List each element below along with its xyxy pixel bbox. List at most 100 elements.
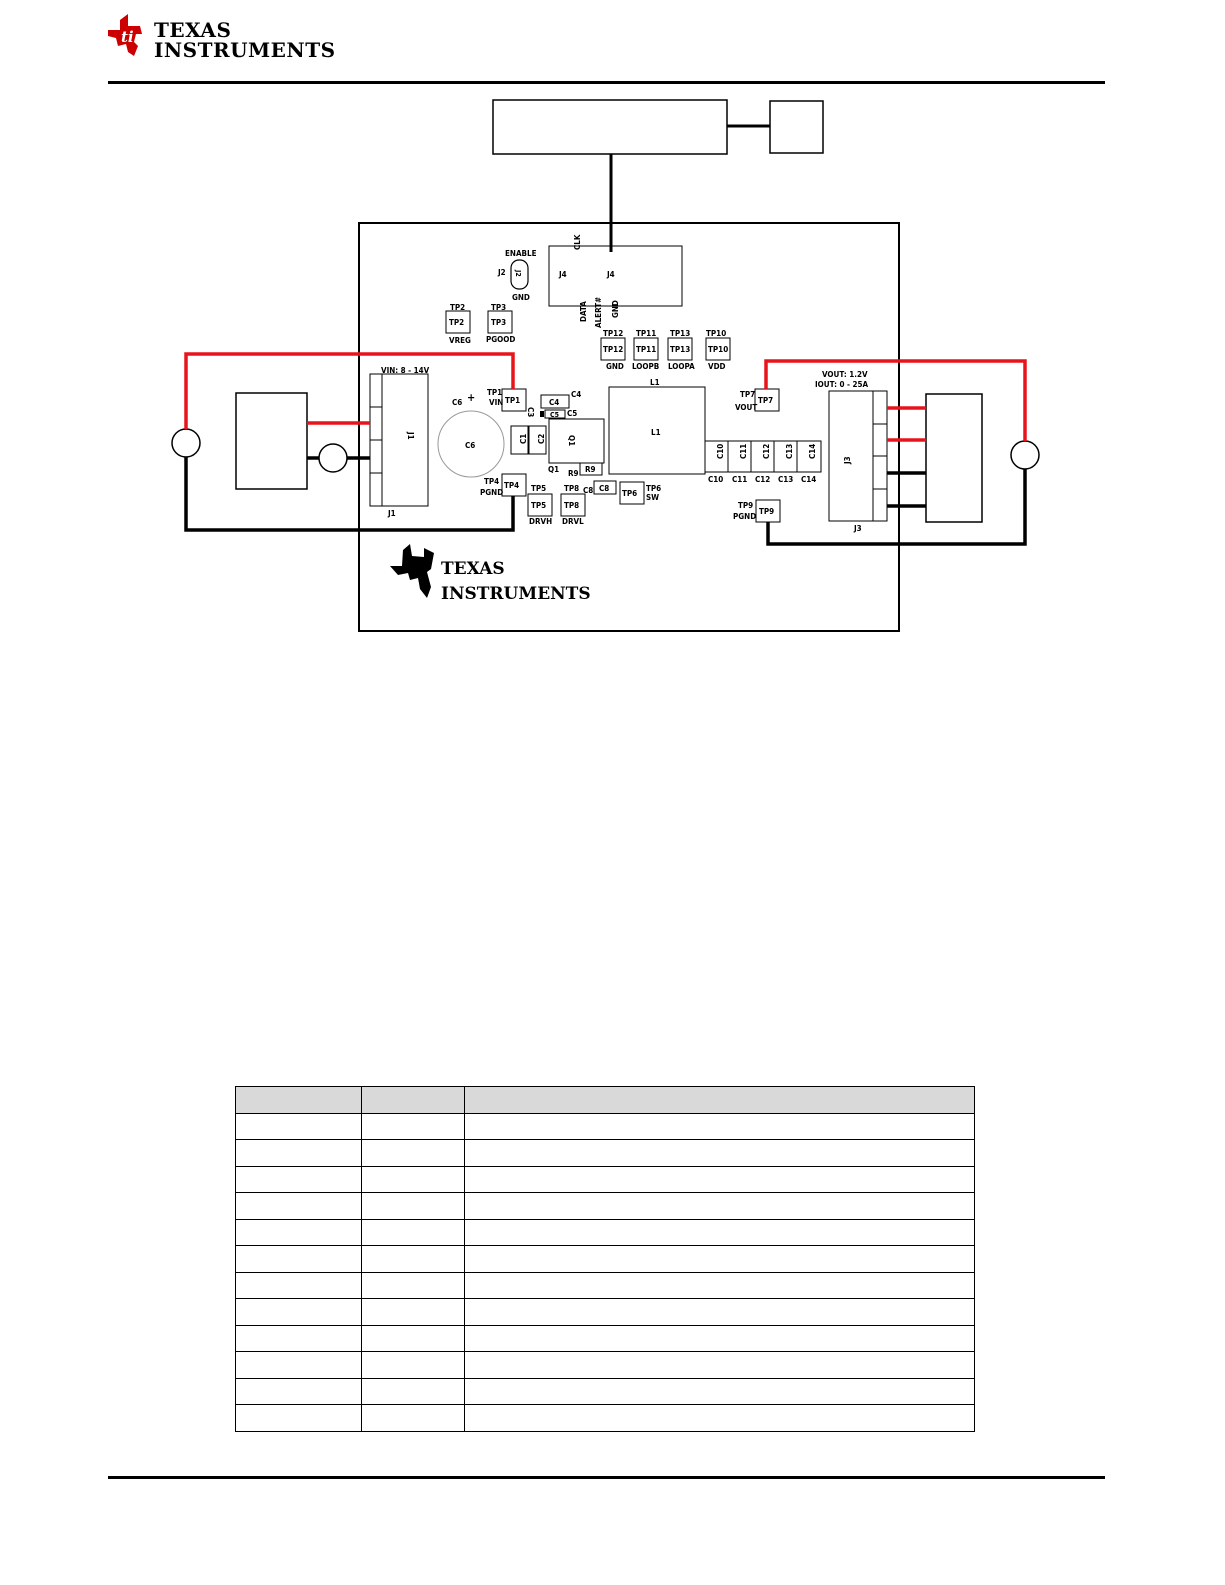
ti-logo-icon: ti (108, 14, 142, 56)
table-row (235, 1377, 975, 1405)
j2-pin-label: J2 (514, 269, 522, 277)
electronic-load (925, 393, 983, 523)
output-voltmeter (1010, 440, 1040, 470)
data-label: DATA (579, 301, 588, 322)
sw-label: SW (646, 493, 659, 502)
tp2-box (445, 310, 471, 334)
j1-box-label: J1 (406, 431, 415, 440)
tp11-label: TP11 (636, 329, 656, 338)
tp10-box-label: TP10 (708, 345, 728, 354)
table-row (235, 1192, 975, 1220)
tp11-box (633, 337, 659, 361)
c4-box-label: C4 (549, 398, 559, 407)
table-cell (361, 1404, 465, 1432)
c6-label: C6 (465, 441, 475, 450)
table-row (235, 1139, 975, 1167)
j3-label: J3 (853, 524, 862, 533)
tp13-label: TP13 (670, 329, 690, 338)
table-row (235, 1271, 975, 1299)
data-table (235, 1086, 975, 1432)
table-row (235, 1245, 975, 1273)
table-cell (361, 1165, 465, 1193)
board-ti-icon (390, 544, 434, 598)
gnd-j2-label: GND (512, 293, 530, 302)
c4-box (540, 394, 570, 409)
table-row (235, 1218, 975, 1246)
c6-top-label: C6 (452, 398, 462, 407)
output-gnd-sense-wire (766, 469, 1027, 546)
c11-label: C11 (739, 444, 748, 459)
c8-box-label: C8 (599, 484, 609, 493)
j4-label-a: J4 (558, 270, 567, 279)
tp5-box (527, 493, 553, 517)
tp3-box (487, 310, 513, 334)
c12-label: C12 (762, 444, 771, 459)
loopa-label: LOOPA (668, 362, 695, 371)
c13-below-label: C13 (778, 475, 793, 484)
vout-tp7-label: VOUT (735, 403, 757, 412)
q1-label: Q1 (548, 465, 559, 474)
c3-label: C3 (526, 407, 535, 417)
ti-header-logo: ti TEXAS INSTRUMENTS (104, 12, 335, 62)
tp6-box-label: TP6 (622, 489, 637, 498)
table-cell (361, 1245, 465, 1273)
table-cell (361, 1377, 465, 1405)
j1-label: J1 (387, 509, 396, 518)
plus-label: + (467, 391, 475, 404)
table-cell (235, 1377, 362, 1405)
tp2-box-label: TP2 (449, 318, 464, 327)
drvl-label: DRVL (562, 517, 584, 526)
table-cell (464, 1298, 975, 1326)
l1-top-label: L1 (650, 378, 660, 387)
tp10-box (705, 337, 731, 361)
table-cell (235, 1192, 362, 1220)
table-cell (464, 1165, 975, 1193)
vin-label: VIN (489, 398, 503, 407)
tp4-box-label: TP4 (504, 481, 519, 490)
table-cell (235, 1298, 362, 1326)
tp8-box (560, 493, 586, 517)
c14-below-label: C14 (801, 475, 816, 484)
input-ammeter (318, 443, 348, 473)
tp8-box-label: TP8 (564, 501, 579, 510)
c2-label: C2 (537, 434, 546, 444)
evm-setup-diagram: CLK J4 J4 DATA ALERT# GND ENABLE J2 J2 G… (171, 99, 1040, 632)
tp12-box-label: TP12 (603, 345, 623, 354)
clk-label: CLK (573, 234, 582, 250)
table-header-cell (464, 1086, 975, 1114)
tp9-box-label: TP9 (759, 507, 774, 516)
board-logo-line2: INSTRUMENTS (441, 584, 591, 604)
vin-range-label: VIN: 8 - 14V (381, 366, 430, 375)
tp1-box-label: TP1 (505, 396, 520, 405)
tp9-label: TP9 (738, 501, 753, 510)
input-vin-sense-wire (184, 352, 515, 429)
table-cell (464, 1218, 975, 1246)
table-cell (464, 1404, 975, 1432)
output-caps (704, 440, 822, 473)
gnd-tp12-label: GND (606, 362, 624, 371)
tp12-box (600, 337, 626, 361)
tp13-box (667, 337, 693, 361)
table-cell (235, 1404, 362, 1432)
vdd-label: VDD (708, 362, 726, 371)
j2-label: J2 (497, 268, 506, 277)
tp8-label: TP8 (564, 484, 579, 493)
tp4-label: TP4 (484, 477, 499, 486)
c1-label: C1 (519, 434, 528, 444)
tp3-label: TP3 (491, 303, 506, 312)
table-cell (361, 1298, 465, 1326)
table-row (235, 1324, 975, 1352)
c4-label: C4 (571, 390, 581, 399)
table-cell (361, 1139, 465, 1167)
table-cell (464, 1112, 975, 1140)
tp6-box (619, 481, 645, 505)
table-cell (361, 1112, 465, 1140)
table-cell (464, 1139, 975, 1167)
c5-box (544, 409, 566, 419)
alert-label: ALERT# (594, 297, 603, 328)
c10-label: C10 (716, 444, 725, 459)
iout-spec-label: IOUT: 0 - 25A (815, 380, 869, 389)
table-cell (235, 1165, 362, 1193)
output-vout-sense-wire (764, 359, 1027, 441)
evm-board-outline (358, 222, 900, 632)
